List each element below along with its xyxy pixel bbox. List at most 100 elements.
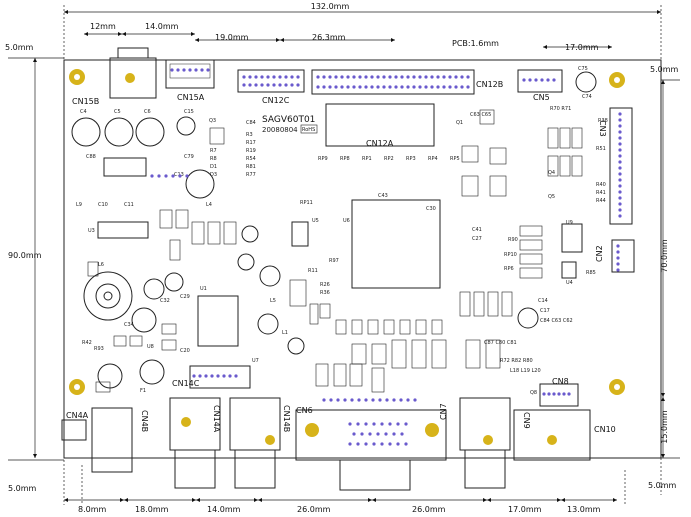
pin-dot (164, 174, 168, 178)
label-c34: C34 (124, 322, 134, 328)
pin-dot (406, 75, 410, 79)
pin-dot (248, 83, 252, 87)
pin-dot (336, 398, 340, 402)
pin-dot (272, 83, 276, 87)
pin-dot (618, 142, 622, 146)
label-c11: C11 (124, 202, 134, 208)
pin-dot (618, 160, 622, 164)
pin-dot (418, 75, 422, 79)
label-l6: L6 (98, 262, 104, 268)
label-misc4: C84 C63 C62 (540, 318, 573, 324)
pin-dot (260, 75, 264, 79)
pin-dot (206, 68, 210, 72)
pin-dot (557, 392, 561, 396)
pin-dot (399, 398, 403, 402)
label-c15: C15 (184, 109, 194, 115)
pin-dot (254, 75, 258, 79)
pin-dot (192, 374, 196, 378)
label-u8: U8 (147, 344, 154, 350)
dim-board-width: 132.0mm (311, 2, 350, 11)
label-r40: R40 (596, 182, 606, 188)
label-r41: R41 (596, 190, 606, 196)
pin-dot (616, 256, 620, 260)
label-q5: Q5 (548, 194, 555, 200)
pin-dot (396, 442, 400, 446)
dim-margin-tl: 5.0mm (5, 43, 34, 52)
connector-cn4b (91, 407, 133, 473)
pin-dot (352, 85, 356, 89)
label-c4: C4 (80, 109, 87, 115)
pin-dot (372, 422, 376, 426)
pin-dot (618, 208, 622, 212)
label-r51: R51 (596, 146, 606, 152)
dim-18mm: 18.0mm (135, 505, 169, 514)
label-cn7: CN7 (439, 403, 448, 420)
label-r11: R11 (308, 268, 318, 274)
pin-dot (618, 184, 622, 188)
pin-dot (380, 422, 384, 426)
pin-dot (346, 85, 350, 89)
label-c30: C30 (426, 206, 436, 212)
label-l9: L9 (76, 202, 82, 208)
label-r85: R85 (586, 270, 596, 276)
pin-dot (370, 75, 374, 79)
pin-dot (178, 174, 182, 178)
pin-dot (424, 75, 428, 79)
pin-dot (552, 78, 556, 82)
pin-dot (296, 75, 300, 79)
label-cn4a: CN4A (66, 411, 89, 420)
label-rp6: RP6 (504, 266, 514, 272)
pin-dot (436, 75, 440, 79)
pin-dot (316, 85, 320, 89)
pin-dot (382, 85, 386, 89)
pin-dot (616, 244, 620, 248)
pin-dot (442, 75, 446, 79)
dim-26mm-b: 26.0mm (412, 505, 446, 514)
label-c14: C14 (538, 298, 548, 304)
label-rp9: RP9 (318, 156, 328, 162)
connector-cn2 (611, 239, 635, 273)
ic-u1 (197, 295, 239, 347)
ic-u5 (291, 221, 309, 247)
pin-dot (194, 68, 198, 72)
label-r3: R3 (246, 132, 253, 138)
pin-dot (360, 432, 364, 436)
mounting-holes (69, 69, 625, 395)
pin-dot (618, 112, 622, 116)
pin-dot (616, 250, 620, 254)
dim-19mm: 19.0mm (215, 33, 249, 42)
label-d1: D1 (210, 164, 217, 170)
pin-dot (616, 268, 620, 272)
label-c29: C29 (180, 294, 190, 300)
label-r54: R54 (246, 156, 256, 162)
label-cn15b: CN15B (72, 97, 99, 106)
connector-cn15b (109, 47, 157, 99)
label-rp10: RP10 (504, 252, 517, 258)
pin-dot (618, 196, 622, 200)
pin-dot (278, 75, 282, 79)
pin-dot (350, 398, 354, 402)
label-c6: C6 (144, 109, 151, 115)
pin-dot (618, 190, 622, 194)
pin-dot (322, 85, 326, 89)
pin-dot (356, 422, 360, 426)
label-c5: C5 (114, 109, 121, 115)
pin-dot (454, 75, 458, 79)
pin-dot (460, 85, 464, 89)
label-u6: U6 (343, 218, 350, 224)
connector-cn15a (165, 59, 215, 89)
pin-dot (364, 85, 368, 89)
label-c75: C75 (578, 66, 588, 72)
label-c20: C20 (180, 348, 190, 354)
pin-dot (364, 398, 368, 402)
label-u4: U4 (566, 280, 573, 286)
pin-dot (368, 432, 372, 436)
pin-dot (348, 442, 352, 446)
dim-15mm: 15.0mm (660, 410, 669, 444)
pin-dot (340, 85, 344, 89)
pin-dot (618, 166, 622, 170)
board-rohs: RoHS (302, 127, 315, 133)
pin-dot (290, 75, 294, 79)
dim-margin-br: 5.0mm (648, 481, 677, 490)
label-r17: R17 (246, 140, 256, 146)
